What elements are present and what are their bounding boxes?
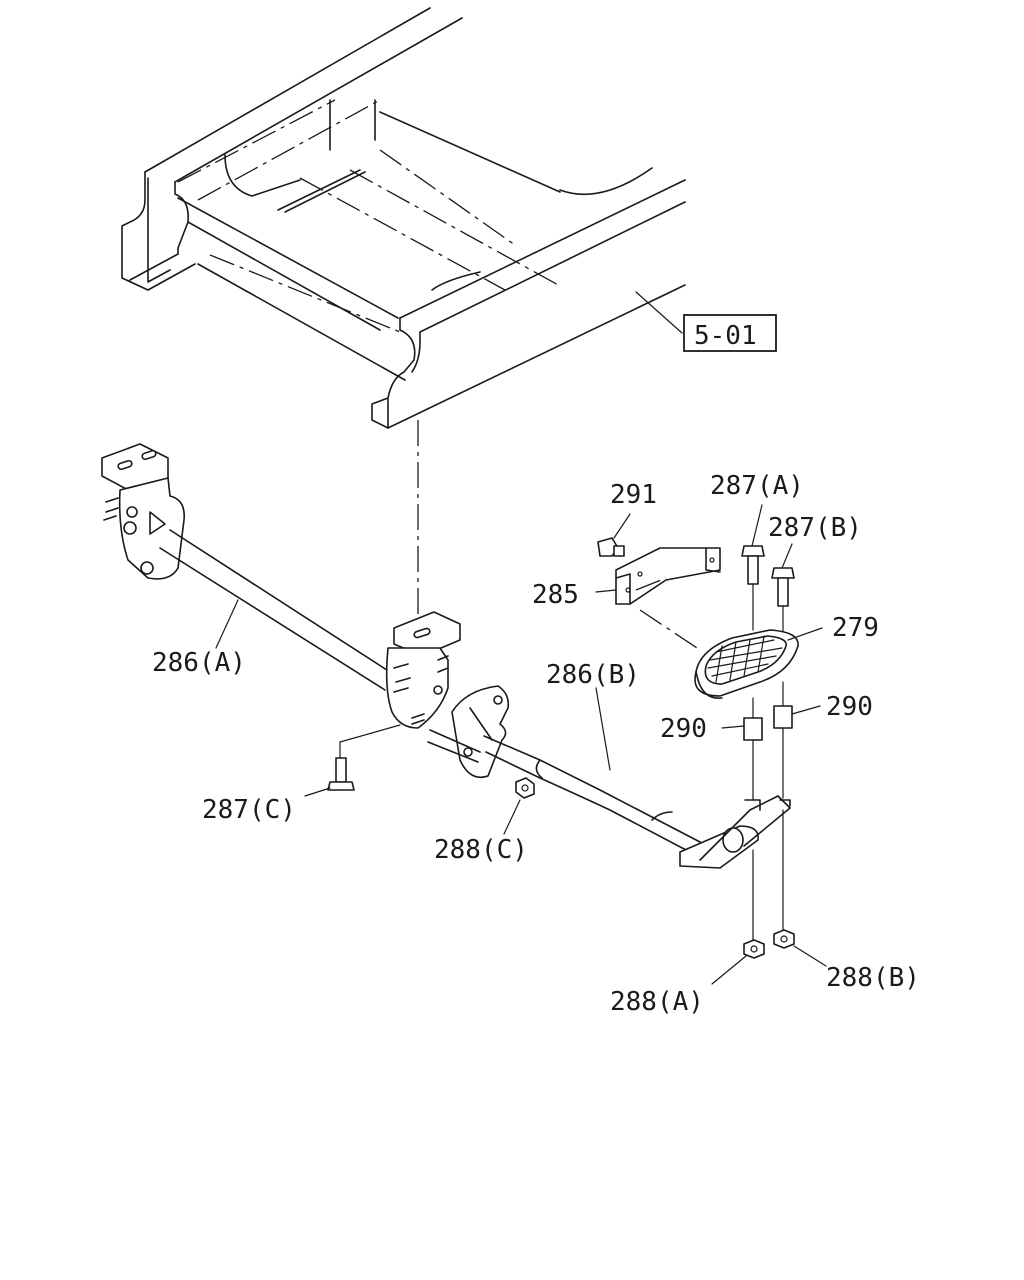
bolt-291: [597, 537, 625, 557]
leader-291: [613, 513, 631, 539]
callout-286b: 286(B): [546, 660, 640, 690]
leader-288b: [793, 945, 827, 967]
bracket-286a: [101, 443, 461, 729]
reference-box: [683, 314, 777, 352]
leader-279: [787, 627, 823, 641]
leader-290-right: [791, 705, 821, 715]
callout-288b: 288(B): [826, 963, 920, 993]
spacer-290-right: [773, 681, 793, 799]
spacer-290-left: [743, 697, 763, 801]
callout-288a: 288(A): [610, 987, 704, 1017]
leader-285: [595, 589, 617, 593]
chassis-frame: [121, 7, 686, 429]
leader-287a: [751, 504, 763, 547]
bolt-287b: [771, 567, 795, 633]
callout-287a: 287(A): [710, 471, 804, 501]
callout-287c: 287(C): [202, 795, 296, 825]
nut-288a: [743, 939, 765, 959]
leader-287b: [781, 543, 793, 569]
bar-286b: [427, 685, 791, 869]
step-centerline: [639, 609, 701, 651]
callout-290-right: 290: [826, 692, 873, 722]
nut-288c: [515, 777, 535, 799]
leader-288c: [503, 799, 521, 835]
callout-286a: 286(A): [152, 648, 246, 678]
leader-286a: [215, 599, 239, 649]
leader-286b: [595, 687, 611, 771]
bolt-287c: [327, 724, 401, 791]
step-279: [694, 629, 799, 699]
leader-287c: [304, 787, 331, 797]
callout-288c: 288(C): [434, 835, 528, 865]
bracket-285: [615, 547, 721, 605]
callout-287b: 287(B): [768, 513, 862, 543]
nut-288b: [773, 929, 795, 949]
bolt-287a: [741, 545, 765, 631]
reference-leader: [635, 291, 683, 334]
callout-290-left: 290: [660, 714, 707, 744]
reference-box-label: 5-01: [694, 321, 757, 351]
callout-285: 285: [532, 580, 579, 610]
leader-290-left: [721, 725, 745, 729]
callout-279: 279: [832, 613, 879, 643]
callout-291: 291: [610, 480, 657, 510]
leader-288a: [711, 955, 747, 985]
